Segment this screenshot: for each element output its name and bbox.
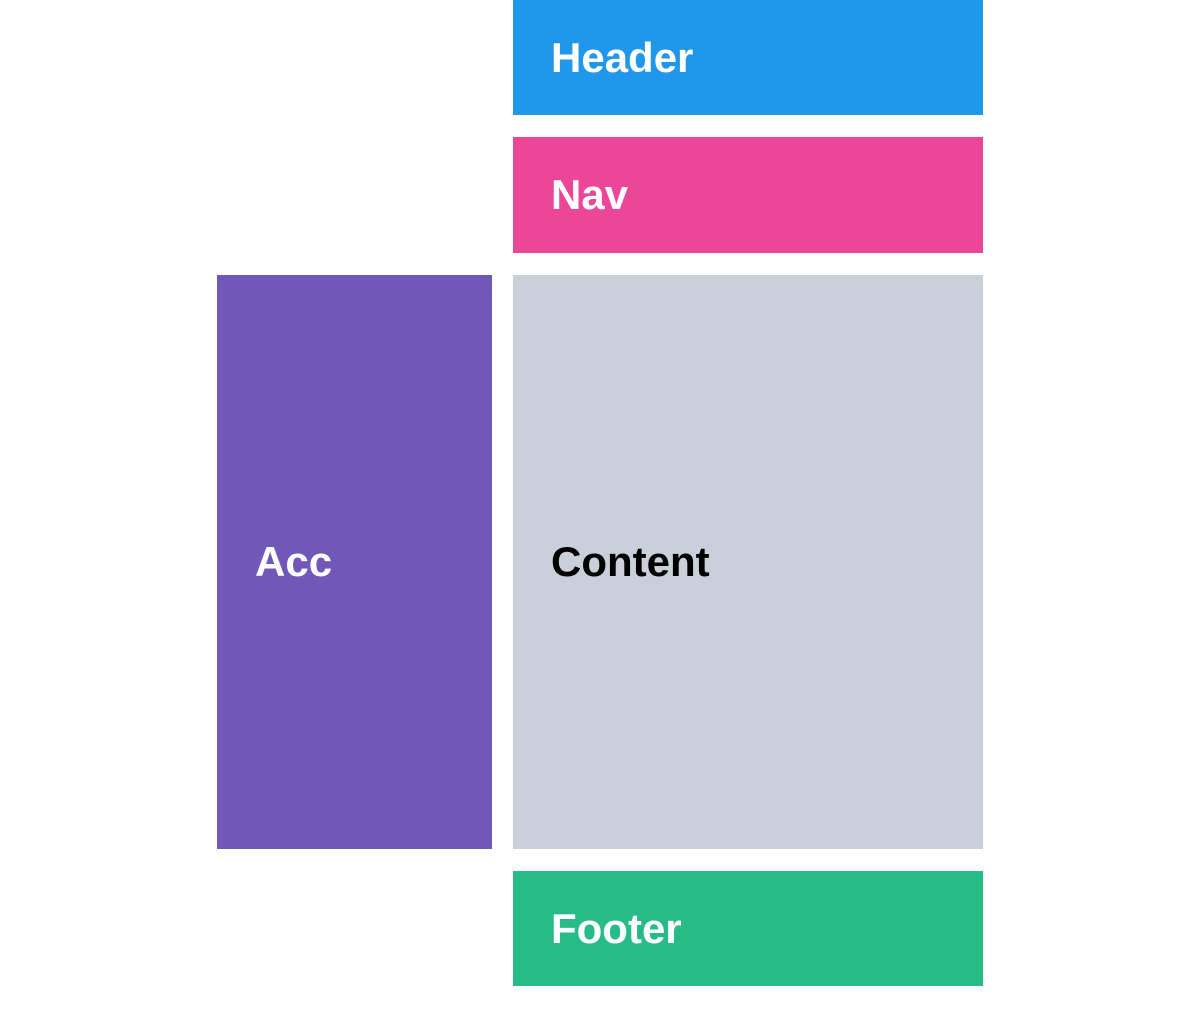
- nav-label: Nav: [551, 171, 629, 218]
- footer-block: Footer: [513, 871, 983, 986]
- aside-block: Acc: [217, 275, 492, 849]
- layout-grid: Header Nav Acc Content Footer: [217, 0, 983, 986]
- content-block: Content: [513, 275, 983, 849]
- header-label: Header: [551, 33, 694, 81]
- aside-label: Acc: [255, 538, 333, 585]
- header-block: Header: [513, 0, 983, 115]
- footer-label: Footer: [551, 904, 682, 952]
- nav-block: Nav: [513, 137, 983, 253]
- content-label: Content: [551, 538, 710, 585]
